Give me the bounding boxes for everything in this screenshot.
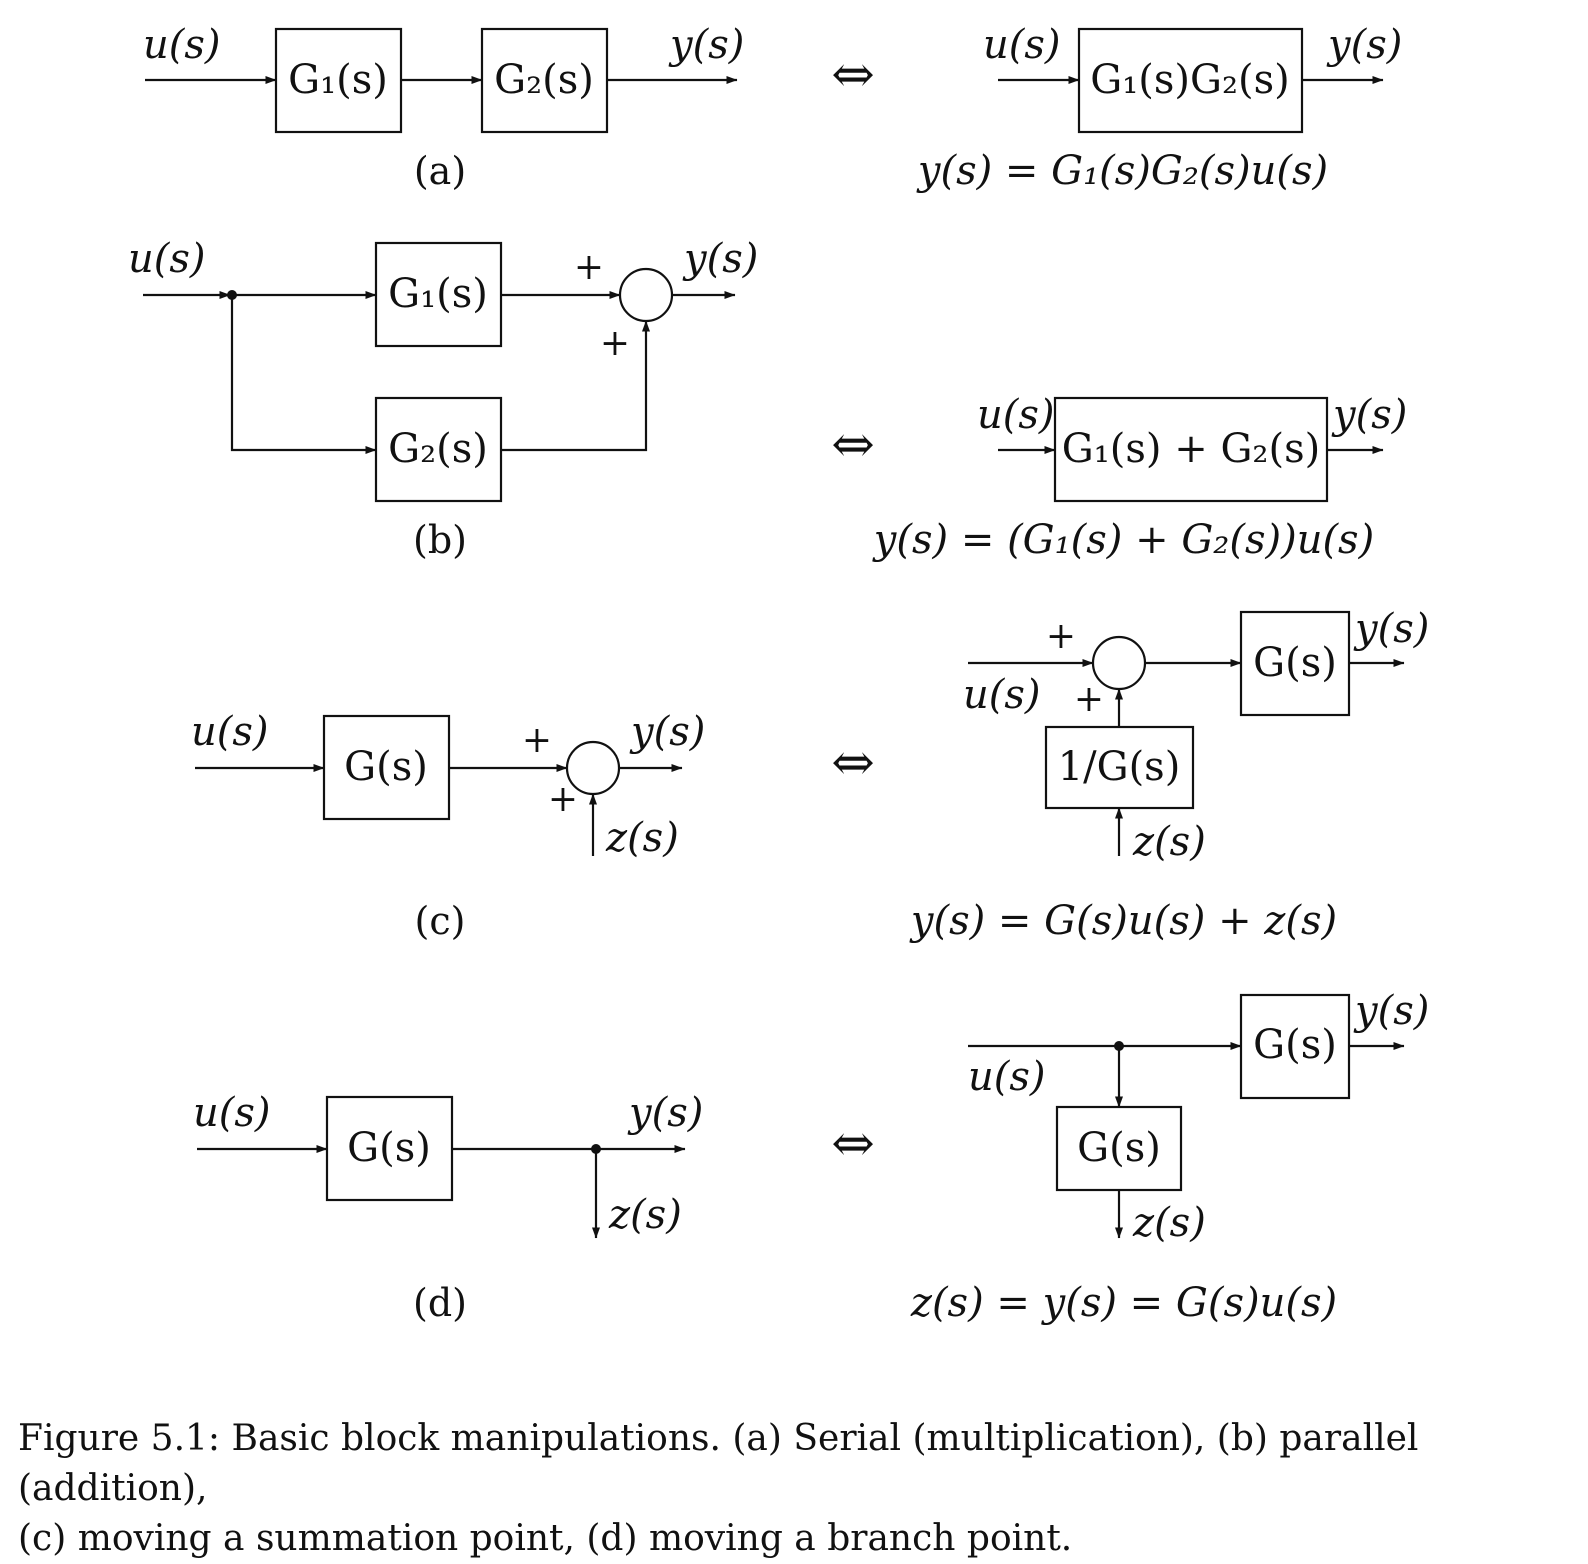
block-g1g2 xyxy=(1077,27,1304,134)
summing-junction xyxy=(618,267,674,323)
block-g-copy-label: G(s) xyxy=(1077,1125,1161,1171)
block-g xyxy=(1239,993,1351,1100)
signal-z-label: z(s) xyxy=(608,1192,682,1238)
block-diagram-figure: u(s) G₁(s) G₂(s) y(s) (a) ⇔ u(s) G₁(s)G₂… xyxy=(128,22,1429,1326)
block-inverse-g xyxy=(1044,725,1195,810)
panel-b-equivalent-diagram: u(s) G₁(s) + G₂(s) y(s) xyxy=(977,392,1407,503)
signal-y-label: y(s) xyxy=(1353,988,1429,1034)
panel-b-parallel-diagram: u(s) G₁(s) G₂(s) + + y(s) xyxy=(128,236,758,503)
panel-c-original-diagram: u(s) G(s) + + z(s) y(s) xyxy=(191,709,705,861)
signal-y-label: y(s) xyxy=(682,236,758,282)
signal-z-label: z(s) xyxy=(1132,1200,1206,1246)
block-g-label: G(s) xyxy=(344,744,428,790)
arrow-g2-to-sum xyxy=(501,320,650,452)
signal-y-label: y(s) xyxy=(629,709,705,755)
signal-u-label: u(s) xyxy=(193,1090,271,1136)
signal-u-label: u(s) xyxy=(191,709,269,755)
block-g xyxy=(1239,610,1351,717)
panel-a-equation: y(s) = G₁(s)G₂(s)u(s) xyxy=(916,148,1328,194)
signal-u-label: u(s) xyxy=(128,236,206,282)
panel-d-equation: z(s) = y(s) = G(s)u(s) xyxy=(910,1280,1337,1326)
signal-u-label: u(s) xyxy=(143,22,221,68)
panel-c-label: (c) xyxy=(415,899,466,943)
block-g2-label: G₂(s) xyxy=(494,57,594,103)
panel-a: u(s) G₁(s) G₂(s) y(s) (a) ⇔ u(s) G₁(s)G₂… xyxy=(143,22,1402,194)
panel-a-serial-diagram: u(s) G₁(s) G₂(s) y(s) xyxy=(143,22,744,134)
signal-y-label: y(s) xyxy=(1326,22,1402,68)
block-g xyxy=(322,714,451,821)
equivalence-symbol-c: ⇔ xyxy=(831,733,875,793)
signal-u-label: u(s) xyxy=(983,22,1061,68)
block-g2 xyxy=(480,27,609,134)
signal-z-label: z(s) xyxy=(1132,819,1206,865)
panel-a-label: (a) xyxy=(414,149,466,193)
block-g-label: G(s) xyxy=(1253,1022,1337,1068)
block-g-copy xyxy=(1055,1105,1183,1192)
block-g-label: G(s) xyxy=(347,1125,431,1171)
block-g1-plus-g2-label: G₁(s) + G₂(s) xyxy=(1062,426,1320,472)
block-g1 xyxy=(374,241,503,348)
figure-caption: Figure 5.1: Basic block manipulations. (… xyxy=(18,1418,1419,1559)
plus-sign: + xyxy=(574,247,604,288)
panel-c-equivalent-diagram: u(s) + + G(s) y(s) 1/G(s) z(s) xyxy=(963,606,1429,865)
plus-sign: + xyxy=(1046,616,1076,657)
panel-b: u(s) G₁(s) G₂(s) + + y(s) (b) ⇔ u(s) G₁(… xyxy=(128,236,1407,563)
block-g1-label: G₁(s) xyxy=(288,57,388,103)
block-inverse-g-label: 1/G(s) xyxy=(1058,744,1181,790)
block-g1-label: G₁(s) xyxy=(388,271,488,317)
panel-c-equation: y(s) = G(s)u(s) + z(s) xyxy=(909,898,1337,944)
signal-z-label: z(s) xyxy=(605,815,679,861)
panel-c: u(s) G(s) + + z(s) y(s) (c) ⇔ u(s) + + G… xyxy=(191,606,1429,944)
panel-d-label: (d) xyxy=(413,1281,467,1325)
panel-b-label: (b) xyxy=(413,518,467,562)
plus-sign: + xyxy=(548,779,578,820)
signal-u-label: u(s) xyxy=(968,1054,1046,1100)
signal-u-label: u(s) xyxy=(977,392,1055,438)
equivalence-symbol-d: ⇔ xyxy=(831,1114,875,1174)
plus-sign: + xyxy=(522,720,552,761)
block-g1g2-label: G₁(s)G₂(s) xyxy=(1090,57,1289,103)
signal-y-label: y(s) xyxy=(668,22,744,68)
signal-u-label: u(s) xyxy=(963,672,1041,718)
block-g2-label: G₂(s) xyxy=(388,426,488,472)
block-g-label: G(s) xyxy=(1253,640,1337,686)
plus-sign: + xyxy=(600,323,630,364)
arrow-to-g2 xyxy=(230,295,377,454)
panel-d-original-diagram: u(s) G(s) y(s) z(s) xyxy=(193,1090,703,1239)
block-g xyxy=(325,1095,454,1202)
equivalence-symbol-b: ⇔ xyxy=(831,415,875,475)
plus-sign: + xyxy=(1074,679,1104,720)
panel-d: u(s) G(s) y(s) z(s) (d) ⇔ u(s) G(s) y(s)… xyxy=(193,988,1429,1326)
signal-y-label: y(s) xyxy=(1331,392,1407,438)
signal-y-label: y(s) xyxy=(1353,606,1429,652)
panel-a-equivalent-diagram: u(s) G₁(s)G₂(s) y(s) xyxy=(983,22,1402,134)
panel-b-equation: y(s) = (G₁(s) + G₂(s))u(s) xyxy=(872,517,1374,563)
equivalence-symbol-a: ⇔ xyxy=(831,45,875,105)
signal-y-label: y(s) xyxy=(627,1090,703,1136)
block-g2 xyxy=(374,396,503,503)
panel-d-equivalent-diagram: u(s) G(s) y(s) G(s) z(s) xyxy=(968,988,1429,1246)
